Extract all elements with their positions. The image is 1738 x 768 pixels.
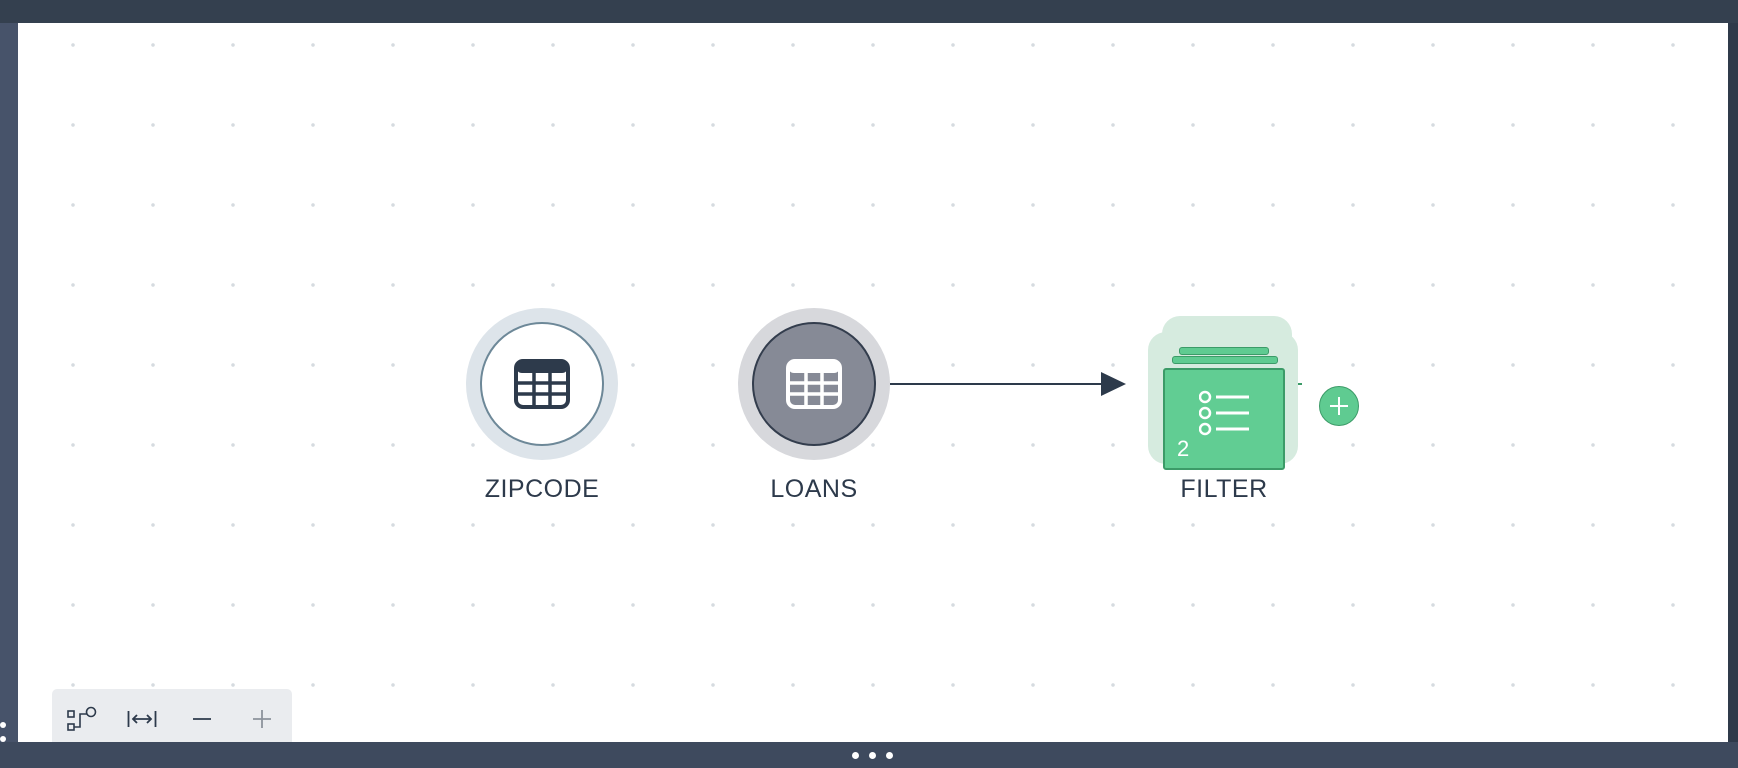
node-zipcode-label[interactable]: ZIPCODE <box>484 475 600 503</box>
add-node-button[interactable] <box>1319 386 1359 426</box>
right-panel-edge <box>1728 23 1738 742</box>
node-filter-stack-layer <box>1172 356 1278 364</box>
flow-canvas[interactable]: ZIPCODE LOANS <box>18 23 1728 742</box>
canvas-toolbar <box>52 689 292 742</box>
plus-icon <box>1330 397 1348 415</box>
node-loans[interactable] <box>738 308 890 460</box>
node-loans-label[interactable]: LOANS <box>770 475 858 503</box>
node-filter-card[interactable]: 2 <box>1163 368 1285 470</box>
fit-to-screen-icon <box>127 711 157 727</box>
node-filter-stack-layer <box>1179 347 1269 355</box>
fit-to-screen-button[interactable] <box>112 689 172 742</box>
node-filter[interactable]: 2 <box>1131 306 1298 470</box>
table-icon <box>786 359 842 409</box>
top-panel-bar <box>0 0 1738 23</box>
zoom-out-button[interactable] <box>172 689 232 742</box>
zoom-out-icon <box>193 718 211 720</box>
node-filter-count-badge: 2 <box>1177 436 1190 461</box>
list-filter-icon <box>1199 390 1249 436</box>
node-zipcode-circle[interactable] <box>480 322 604 446</box>
zoom-in-icon <box>253 710 271 728</box>
table-icon <box>514 359 570 409</box>
node-zipcode[interactable] <box>466 308 618 460</box>
bottom-panel-resize-handle[interactable] <box>848 752 898 760</box>
zoom-in-button[interactable] <box>232 689 292 742</box>
node-loans-circle[interactable] <box>752 322 876 446</box>
left-panel-edge[interactable] <box>0 23 18 742</box>
auto-layout-button[interactable] <box>52 689 112 742</box>
auto-layout-icon <box>67 706 97 731</box>
node-filter-label[interactable]: FILTER <box>1180 475 1268 503</box>
bottom-panel-bar[interactable] <box>0 742 1738 768</box>
